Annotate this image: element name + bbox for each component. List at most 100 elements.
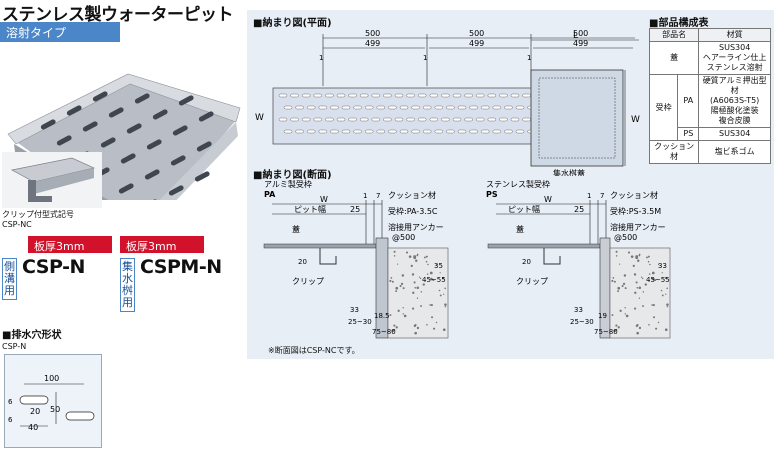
plan-slot bbox=[406, 117, 415, 122]
concrete-stipple bbox=[432, 279, 435, 282]
section-left-drawing: アルミ製受枠 PA W 1 7 ピット幅 25 クッション材 受枠:PA-3.5… bbox=[263, 179, 449, 339]
plan-slot bbox=[446, 129, 455, 134]
plan-slot bbox=[290, 93, 299, 98]
concrete-stipple bbox=[411, 307, 415, 310]
plan-slot bbox=[487, 93, 497, 98]
page-title: ステンレス製ウォーターピット bbox=[2, 5, 234, 25]
plan-slot bbox=[364, 129, 374, 134]
section-right-d7: 7 bbox=[600, 192, 604, 200]
usage-tab-side-ditch: 側溝用 bbox=[2, 258, 17, 300]
plan-dim-499-c: 499 bbox=[573, 39, 588, 48]
plan-L-label: L bbox=[573, 31, 578, 41]
concrete-stipple bbox=[644, 283, 647, 286]
concrete-stipple bbox=[402, 287, 405, 290]
plan-slot bbox=[278, 93, 288, 98]
concrete-stipple bbox=[426, 273, 429, 275]
concrete-stipple bbox=[435, 321, 438, 324]
plan-slot bbox=[318, 129, 328, 134]
product-code-cspm-n: CSPM-N bbox=[140, 256, 222, 278]
plan-slot bbox=[406, 93, 415, 98]
concrete-stipple bbox=[413, 281, 416, 284]
concrete-stipple bbox=[418, 276, 421, 278]
concrete-stipple bbox=[665, 293, 667, 295]
plan-slot bbox=[522, 117, 531, 122]
section-left-pit-width: ピット幅 bbox=[294, 204, 326, 214]
clip-caption-line1: クリップ付型式記号 bbox=[2, 210, 74, 219]
plan-slot bbox=[348, 93, 357, 98]
concrete-stipple bbox=[401, 274, 405, 277]
plan-slot bbox=[441, 93, 450, 98]
product-code-csp-n: CSP-N bbox=[22, 256, 85, 278]
parts-header-material: 材質 bbox=[698, 28, 771, 42]
concrete-stipple bbox=[635, 281, 638, 284]
plan-slot bbox=[376, 129, 386, 134]
plan-gap-1-c: 1 bbox=[527, 54, 531, 62]
plan-slot bbox=[383, 117, 392, 122]
concrete-stipple bbox=[638, 297, 641, 299]
parts-lid-name: 蓋 bbox=[648, 41, 700, 75]
plan-slot bbox=[341, 105, 351, 110]
plan-slot bbox=[283, 105, 293, 110]
concrete-stipple bbox=[624, 287, 627, 290]
plan-dim-500-b: 500 bbox=[469, 29, 484, 38]
concrete-stipple bbox=[415, 259, 418, 262]
section-right-d1: 1 bbox=[587, 192, 591, 200]
plan-slot bbox=[353, 105, 362, 110]
concrete-stipple bbox=[427, 263, 429, 266]
concrete-stipple bbox=[641, 277, 644, 280]
concrete-stipple bbox=[648, 324, 650, 326]
concrete-stipple bbox=[638, 254, 641, 257]
concrete-stipple bbox=[422, 283, 425, 286]
plan-slot bbox=[278, 117, 288, 122]
section-right-d33b: 33 bbox=[574, 306, 583, 314]
plan-slot bbox=[330, 129, 339, 134]
type-tab: 溶射タイプ bbox=[0, 22, 120, 42]
concrete-stipple bbox=[395, 286, 399, 290]
concrete-stipple bbox=[413, 255, 417, 258]
concrete-stipple bbox=[646, 256, 648, 259]
concrete-stipple bbox=[442, 276, 445, 279]
parts-table: 部品名 材質 蓋 SUS304 ヘアーライン仕上 ステンレス溶射 受枠 PA 硬… bbox=[648, 28, 771, 164]
plan-slot bbox=[429, 93, 439, 98]
plan-slot bbox=[376, 105, 386, 110]
section-left-d18-5: 18.5 bbox=[374, 312, 390, 320]
parts-frame-ps-material: SUS304 bbox=[698, 127, 771, 141]
plan-slot bbox=[348, 117, 357, 122]
plan-dim-500-c: 500 bbox=[573, 29, 588, 38]
concrete-stipple bbox=[439, 294, 442, 297]
concrete-stipple bbox=[393, 324, 396, 327]
concrete-stipple bbox=[416, 254, 419, 257]
concrete-stipple bbox=[420, 305, 422, 308]
concrete-stipple bbox=[416, 286, 420, 290]
concrete-stipple bbox=[393, 250, 396, 253]
plan-slot bbox=[411, 105, 420, 110]
plan-slot bbox=[388, 105, 397, 110]
section-right-d75-80: 75~80 bbox=[594, 328, 618, 336]
concrete-stipple bbox=[636, 331, 639, 335]
concrete-stipple bbox=[661, 294, 664, 297]
concrete-stipple bbox=[431, 316, 434, 319]
concrete-stipple bbox=[637, 259, 640, 262]
plan-slot bbox=[429, 117, 439, 122]
dim-6b: 6 bbox=[8, 416, 13, 424]
section-right-d20: 20 bbox=[522, 258, 531, 266]
plan-slot bbox=[336, 117, 346, 122]
concrete-stipple bbox=[408, 255, 412, 258]
plan-slot bbox=[464, 93, 473, 98]
concrete-stipple bbox=[390, 276, 393, 279]
section-left-clip: クリップ bbox=[292, 277, 324, 286]
concrete-stipple bbox=[612, 276, 615, 279]
plan-slot bbox=[434, 129, 444, 134]
concrete-stipple bbox=[411, 273, 415, 276]
usage-tab-catch-basin: 集水桝用 bbox=[120, 258, 135, 312]
concrete-stipple bbox=[613, 329, 617, 333]
dim-6a: 6 bbox=[8, 398, 13, 406]
section-right-d33: 33 bbox=[658, 262, 667, 270]
section-left-frame-spec: 受枠:PA-3.5C bbox=[388, 206, 438, 216]
concrete-stipple bbox=[391, 329, 395, 333]
section-left-d7: 7 bbox=[376, 192, 380, 200]
concrete-stipple bbox=[617, 286, 621, 290]
parts-cushion-name: クッション材 bbox=[648, 140, 700, 164]
concrete-stipple bbox=[615, 328, 618, 331]
plan-slot bbox=[492, 105, 502, 110]
